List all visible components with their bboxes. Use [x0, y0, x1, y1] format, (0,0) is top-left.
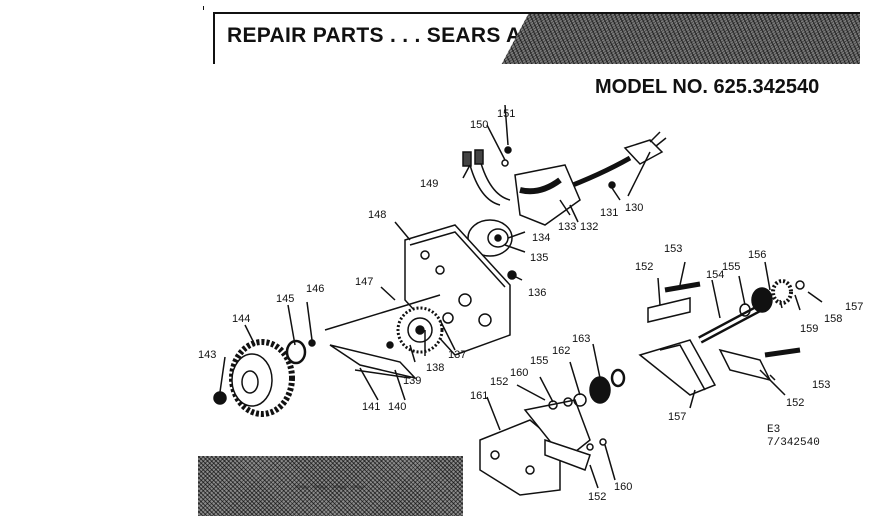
footer-logo-panel: ~~~~ — [198, 456, 463, 516]
part-label-148: 148 — [368, 209, 386, 221]
part-label-152-left: 152 — [490, 376, 508, 388]
part-label-133: 133 — [558, 221, 576, 233]
part-label-144: 144 — [232, 313, 250, 325]
part-label-147: 147 — [355, 276, 373, 288]
part-label-151: 151 — [497, 108, 515, 120]
part-label-154: 154 — [706, 269, 724, 281]
header-title: REPAIR PARTS . . . SEARS AU — [227, 24, 537, 47]
part-label-162: 162 — [552, 345, 570, 357]
part-label-136: 136 — [528, 287, 546, 299]
part-label-152-upper: 152 — [635, 261, 653, 273]
part-label-145: 145 — [276, 293, 294, 305]
craftsman-logo: ~~~~ — [293, 474, 367, 500]
part-label-159: 159 — [800, 323, 818, 335]
diagram-drawing — [213, 104, 823, 496]
part-label-140: 140 — [388, 401, 406, 413]
part-label-139: 139 — [403, 375, 421, 387]
part-label-134: 134 — [532, 232, 550, 244]
part-label-155-lower: 155 — [530, 355, 548, 367]
part-label-130: 130 — [625, 202, 643, 214]
part-number-labels: 130 131 132 133 134 135 136 137 138 139 … — [198, 108, 863, 503]
corner-mark — [203, 6, 204, 10]
part-label-146: 146 — [306, 283, 324, 295]
drawing-code-line-2: 7/342540 — [767, 437, 820, 449]
part-label-143: 143 — [198, 349, 216, 361]
part-label-137: 137 — [448, 349, 466, 361]
part-label-141: 141 — [362, 401, 380, 413]
part-label-149: 149 — [420, 178, 438, 190]
part-label-150: 150 — [470, 119, 488, 131]
part-label-131: 131 — [600, 207, 618, 219]
part-label-163: 163 — [572, 333, 590, 345]
part-label-157-right: 157 — [845, 301, 863, 313]
part-label-153-upper: 153 — [664, 243, 682, 255]
drawing-code: E3 7/342540 — [767, 424, 820, 450]
part-label-158: 158 — [824, 313, 842, 325]
part-label-152-right: 152 — [786, 397, 804, 409]
part-label-153-right: 153 — [812, 379, 830, 391]
part-label-160-upper: 160 — [510, 367, 528, 379]
part-label-155-upper: 155 — [722, 261, 740, 273]
part-label-152-bottom: 152 — [588, 491, 606, 503]
part-label-160-lower: 160 — [614, 481, 632, 493]
part-label-156: 156 — [748, 249, 766, 261]
drawing-code-line-1: E3 — [767, 424, 781, 436]
part-label-157-lower: 157 — [668, 411, 686, 423]
part-label-138: 138 — [426, 362, 444, 374]
part-label-161: 161 — [470, 390, 488, 402]
part-label-132: 132 — [580, 221, 598, 233]
header-banner: REPAIR PARTS . . . SEARS AU — [213, 12, 860, 64]
part-label-135: 135 — [530, 252, 548, 264]
model-number: MODEL NO. 625.342540 — [595, 76, 820, 98]
